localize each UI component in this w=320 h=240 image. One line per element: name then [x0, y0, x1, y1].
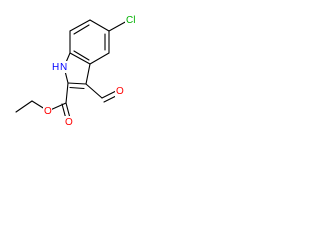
- chlorine-label-bg: [125, 14, 139, 26]
- bond-c2-c3-inner: [69, 86, 85, 90]
- bond-c3a-c4: [89, 52, 110, 65]
- ester-carbonyl-oxygen-label: O: [65, 117, 73, 128]
- bond-ch2-ch3: [15, 100, 33, 113]
- bond-c6-c7-inner: [73, 24, 90, 35]
- bond-c7a-c3a-inner: [73, 50, 90, 61]
- bond-c3-c3a: [85, 63, 91, 85]
- bond-cho-o: [101, 90, 117, 99]
- bond-c5-c6: [89, 19, 110, 32]
- bond-c3-cho: [85, 83, 103, 99]
- ester-ether-oxygen-label-bg: [43, 105, 52, 117]
- aldehyde-oxygen-label-bg: [115, 85, 124, 97]
- bond-c2-c3: [67, 82, 87, 85]
- aldehyde-oxygen-label: O: [116, 86, 124, 97]
- chlorine-label: Cl: [126, 15, 135, 26]
- bond-c7a-c3a: [69, 52, 91, 65]
- ester-carbonyl-oxygen-label-bg: [64, 116, 73, 128]
- nitrogen-label-bg: [52, 61, 68, 73]
- bond-c5-cl: [108, 20, 128, 32]
- molecule-structure-diagram: Cl H N O O O: [15, 14, 139, 128]
- bond-ester-c-carbonyl-o: [65, 102, 71, 119]
- indole-nitrogen-label: H N: [52, 62, 67, 73]
- bond-c6-c7: [69, 19, 91, 32]
- ester-ether-oxygen-label: O: [44, 106, 52, 117]
- bond-c2-ester-c: [65, 82, 69, 104]
